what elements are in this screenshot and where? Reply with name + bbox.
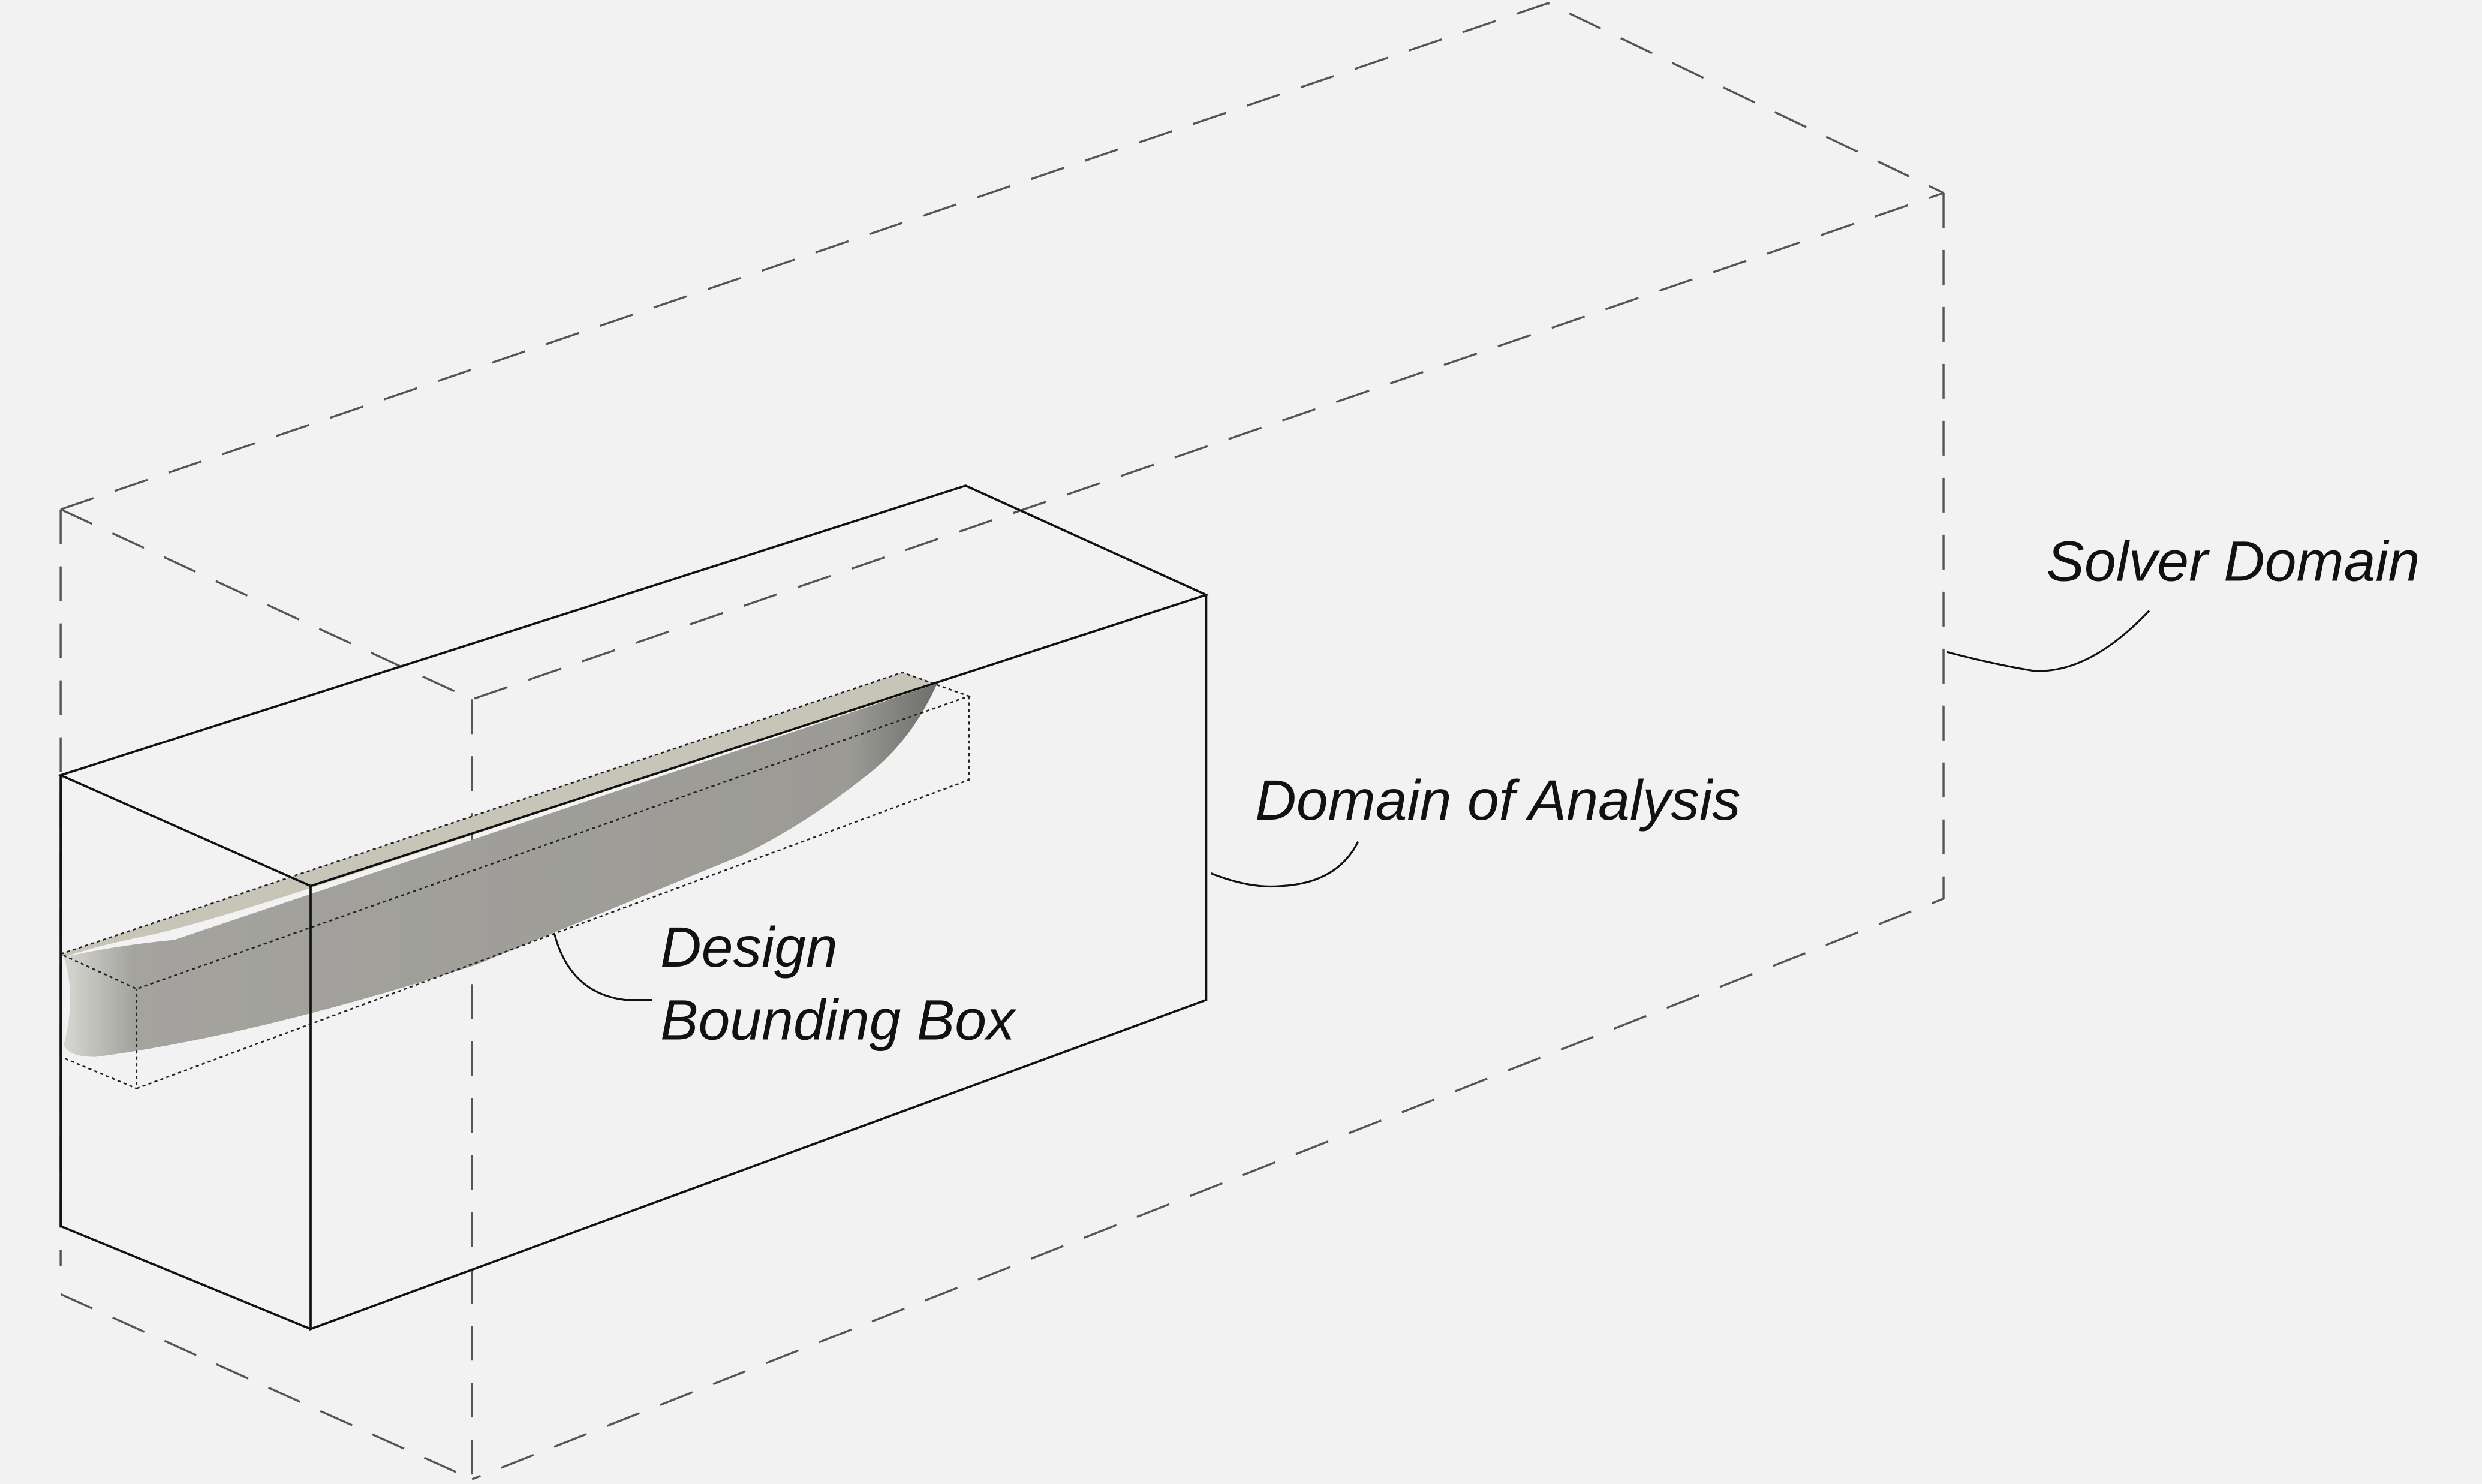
hull-side [64, 683, 937, 1057]
domain-of-analysis-leader [1210, 841, 1359, 888]
design-bounding-box-leader [553, 933, 652, 1001]
domain-of-analysis-box [57, 484, 1210, 1331]
hull-deck [61, 672, 937, 958]
solver-domain-box [59, 2, 1945, 1480]
solver-domain-label: Solver Domain [2047, 529, 2420, 593]
domain-of-analysis-label: Domain of Analysis [1255, 769, 1740, 832]
solver-domain-leader [1946, 610, 2150, 672]
ship-hull [61, 672, 937, 1057]
design-bounding-box-label-line1: Design [660, 916, 838, 979]
design-bounding-box-label-line2: Bounding Box [660, 989, 1017, 1052]
